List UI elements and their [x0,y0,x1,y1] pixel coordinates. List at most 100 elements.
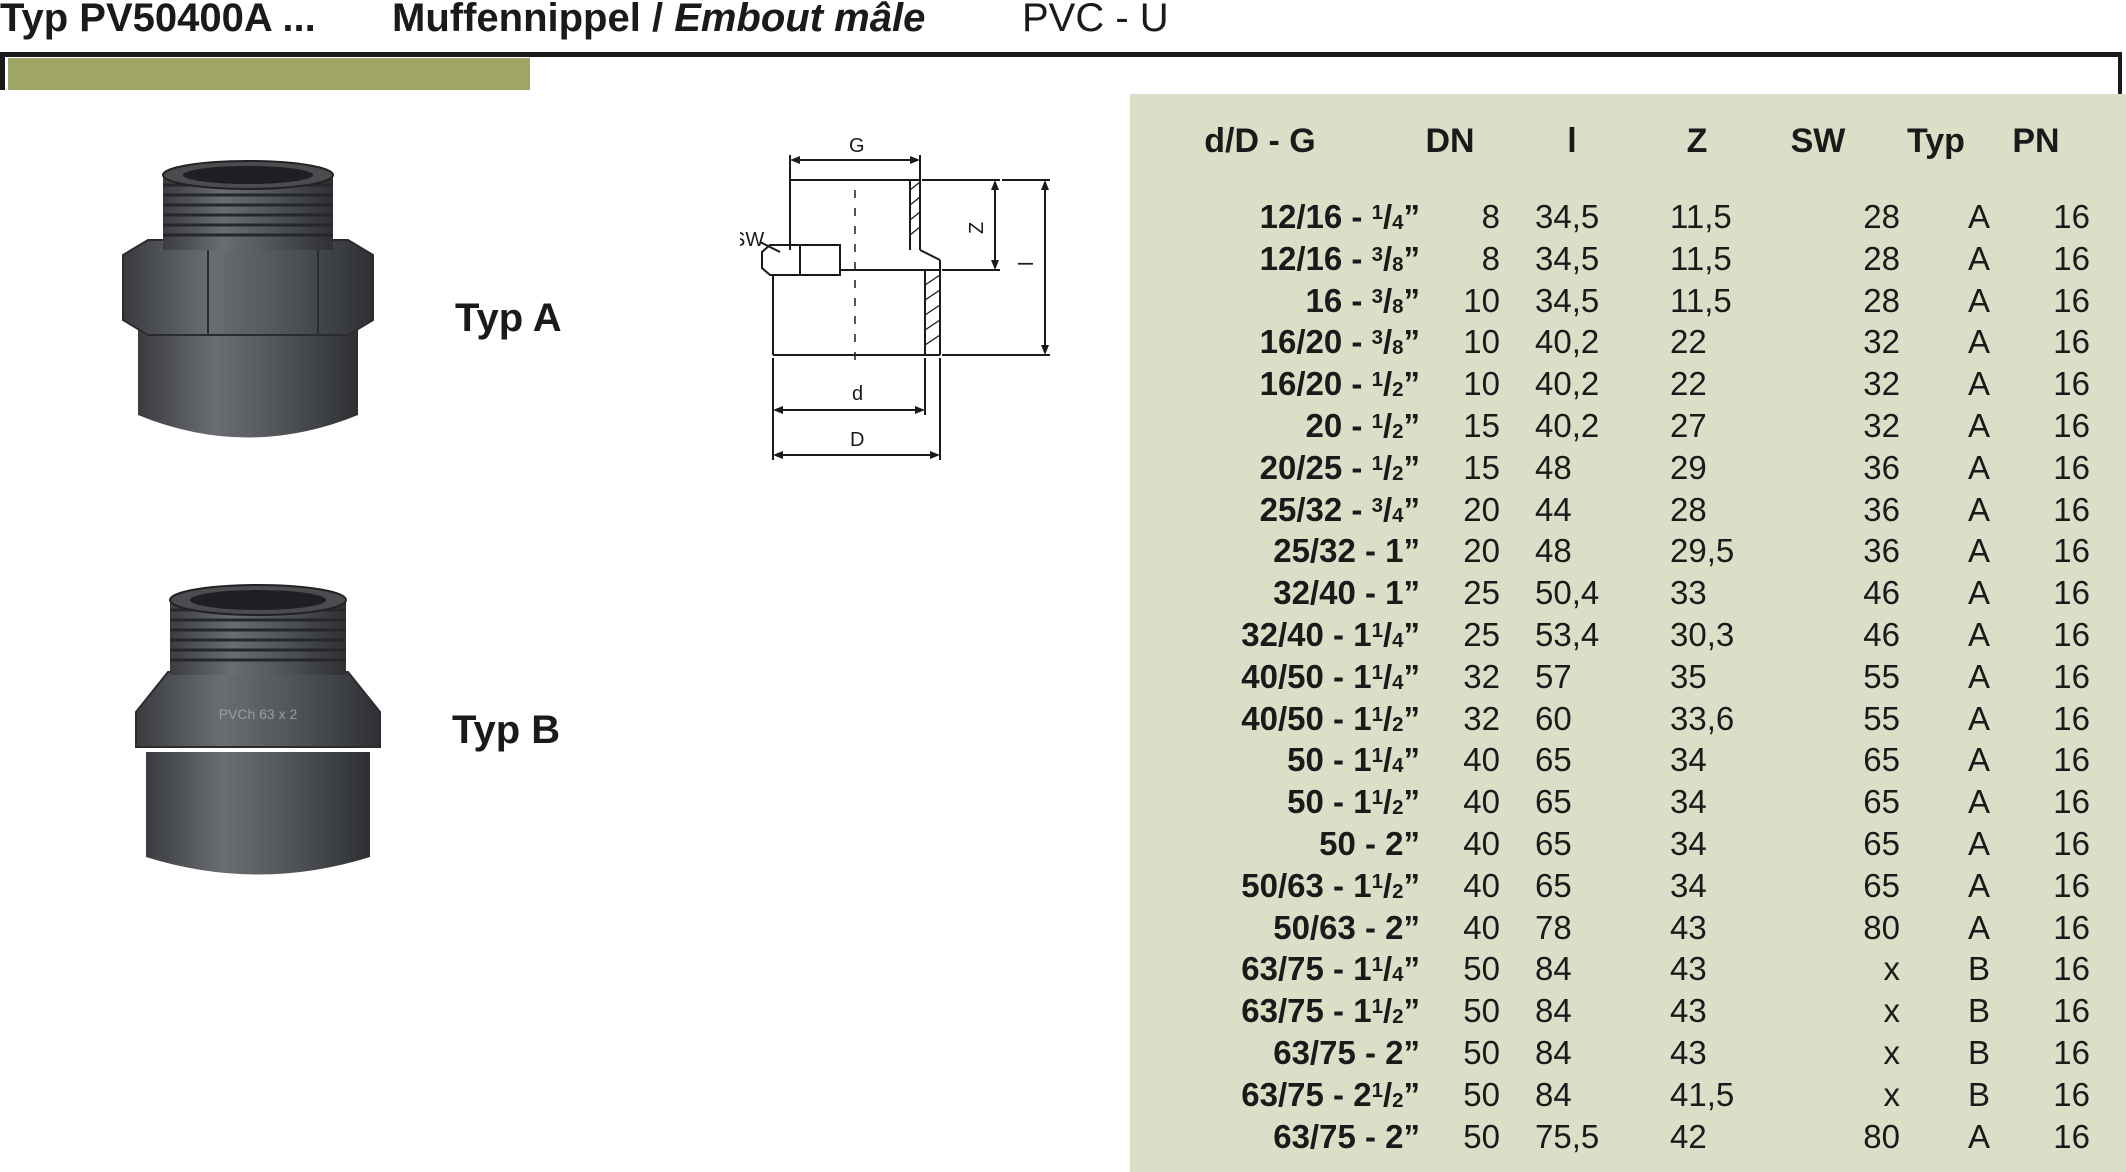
cell-pn: 16 [2053,992,2090,1030]
cell-z: 41,5 [1670,1075,1735,1113]
cell-dim-size: 50 - [1287,741,1354,779]
cell-z: 42 [1670,1117,1707,1155]
cell-dim-size: 63/75 - [1273,1034,1386,1071]
cell-typ: A [1967,532,1990,570]
cell-l: 34,5 [1535,239,1600,277]
cell-z: 11,5 [1670,198,1732,235]
product-code: Typ PV50400A ... [0,0,316,40]
cell-dimension: 63/75 - 11/2” [1130,992,1420,1030]
cell-typ: B [1967,992,1990,1030]
cell-l: 40,2 [1535,323,1600,361]
cell-z: 33,6 [1670,699,1735,737]
cell-dn: 50 [1463,992,1500,1030]
cell-sw: 46 [1863,616,1900,653]
cell-pn: 16 [2053,657,2090,695]
material: PVC - U [1022,0,1169,40]
cell-dim-size: 40/50 - [1241,657,1354,695]
cell-dimension: 32/40 - 11/4” [1130,616,1420,654]
cell-dimension: 16/20 - 1/2” [1130,365,1420,403]
cell-thread-size: 1/4” [1371,198,1420,235]
cell-pn: 16 [2053,866,2090,904]
photo-type-a [122,160,374,438]
dim-label-z: Z [966,222,988,234]
cell-dim-size: 32/40 - [1273,574,1386,612]
cell-sw: x [1883,992,1901,1030]
cell-sw: 65 [1863,783,1900,821]
cell-dim-size: 12/16 - [1259,198,1372,235]
cell-dimension: 20/25 - 1/2” [1130,449,1420,487]
cell-typ: A [1967,281,1990,319]
cell-typ: A [1967,407,1990,444]
cell-pn: 16 [2053,741,2090,779]
cell-dimension: 25/32 - 1” [1130,532,1420,570]
header-col-l: l [1567,122,1577,160]
dim-label-D: D [850,429,864,451]
cell-dimension: 40/50 - 11/2” [1130,700,1420,738]
cell-dn: 10 [1463,281,1500,319]
header-col-typ: Typ [1907,122,1965,160]
cell-typ: A [1967,574,1990,612]
cell-l: 50,4 [1535,574,1600,612]
header-col-pn: PN [2012,122,2060,160]
header-col-sw: SW [1790,122,1846,160]
cell-l: 44 [1535,490,1572,528]
cell-z: 11,5 [1670,239,1732,277]
type-a-label: Typ A [455,296,562,340]
cell-thread-size: 3/8” [1371,281,1420,319]
cell-z: 43 [1670,950,1707,988]
cell-thread-size: 11/2” [1353,783,1420,821]
cell-z: 43 [1670,1034,1707,1071]
cell-sw: 28 [1863,239,1900,277]
cell-sw: 55 [1863,657,1900,695]
cell-thread-size: 3/8” [1371,239,1420,277]
cell-dimension: 50 - 11/4” [1130,741,1420,779]
cell-dimension: 50 - 11/2” [1130,783,1420,821]
cell-pn: 16 [2053,574,2090,612]
cell-sw: x [1883,1034,1901,1071]
dim-label-l: l [1016,262,1038,266]
cell-dim-size: 25/32 - [1273,532,1386,570]
cell-z: 34 [1670,866,1707,904]
cell-typ: A [1967,741,1990,779]
cell-sw: 32 [1863,365,1900,403]
cell-dimension: 40/50 - 11/4” [1130,658,1420,696]
cell-thread-size: 3/8” [1371,323,1420,361]
cell-thread-size: 11/4” [1353,950,1420,988]
cell-typ: A [1967,198,1990,235]
title-fr: Embout mâle [674,0,926,40]
cell-sw: 65 [1863,866,1900,904]
cell-dn: 50 [1463,1034,1500,1071]
cell-thread-size: 2” [1385,1034,1420,1071]
cell-dimension: 16/20 - 3/8” [1130,323,1420,361]
cell-sw: 80 [1863,1117,1900,1155]
cell-typ: B [1967,950,1990,988]
cell-pn: 16 [2053,908,2090,946]
cell-dim-size: 16/20 - [1259,323,1372,361]
cell-pn: 16 [2053,1075,2090,1113]
dimension-table-background [1130,94,2126,1172]
cell-typ: B [1967,1075,1990,1113]
header-rule [0,52,2122,57]
cell-dimension: 63/75 - 2” [1130,1118,1420,1156]
cell-dim-size: 25/32 - [1259,490,1372,528]
cell-sw: 65 [1863,741,1900,779]
cell-pn: 16 [2053,783,2090,821]
cell-sw: 28 [1863,198,1900,235]
cell-dn: 32 [1463,657,1500,695]
cell-dimension: 63/75 - 11/4” [1130,950,1420,988]
cell-z: 11,5 [1670,281,1732,319]
header-rule-left [0,52,5,90]
cell-typ: B [1967,1034,1990,1071]
cell-z: 22 [1670,365,1707,403]
cell-thread-size: 2” [1385,1117,1420,1155]
cell-sw: 28 [1863,281,1900,319]
cell-pn: 16 [2053,198,2090,235]
cell-dim-size: 32/40 - [1241,616,1354,653]
cell-dn: 50 [1463,1075,1500,1113]
cell-thread-size: 1/2” [1371,365,1420,403]
cell-sw: 55 [1863,699,1900,737]
cell-z: 28 [1670,490,1707,528]
cell-z: 30,3 [1670,616,1735,653]
cell-typ: A [1967,239,1990,277]
cell-l: 65 [1535,741,1572,779]
